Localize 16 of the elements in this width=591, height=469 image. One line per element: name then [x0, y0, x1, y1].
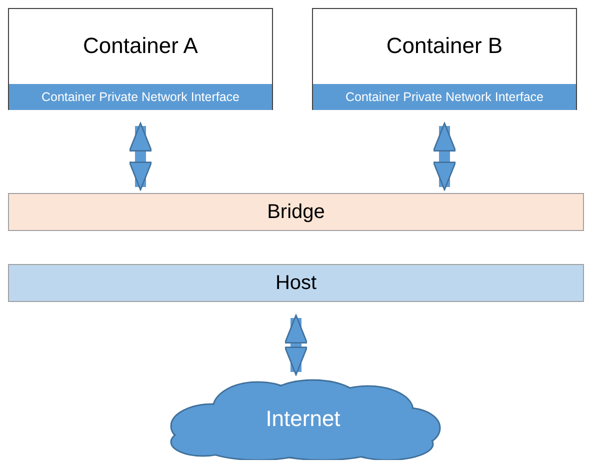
double-arrow [432, 122, 456, 190]
interface-label: Container Private Network Interface [345, 90, 544, 104]
interface-label: Container Private Network Interface [41, 90, 240, 104]
node-label: Internet [266, 406, 340, 432]
interface-band [9, 84, 272, 110]
node-label: Host [275, 272, 317, 294]
node-label: Container A [83, 33, 198, 59]
bridge-bar [8, 193, 584, 231]
interface-band [313, 84, 576, 110]
node-label: Container B [386, 33, 503, 59]
host-bar [8, 264, 584, 302]
node-label: Bridge [267, 200, 325, 224]
container-box [8, 8, 273, 110]
container-box [312, 8, 577, 110]
double-arrow [284, 314, 308, 376]
double-arrow [128, 122, 152, 190]
